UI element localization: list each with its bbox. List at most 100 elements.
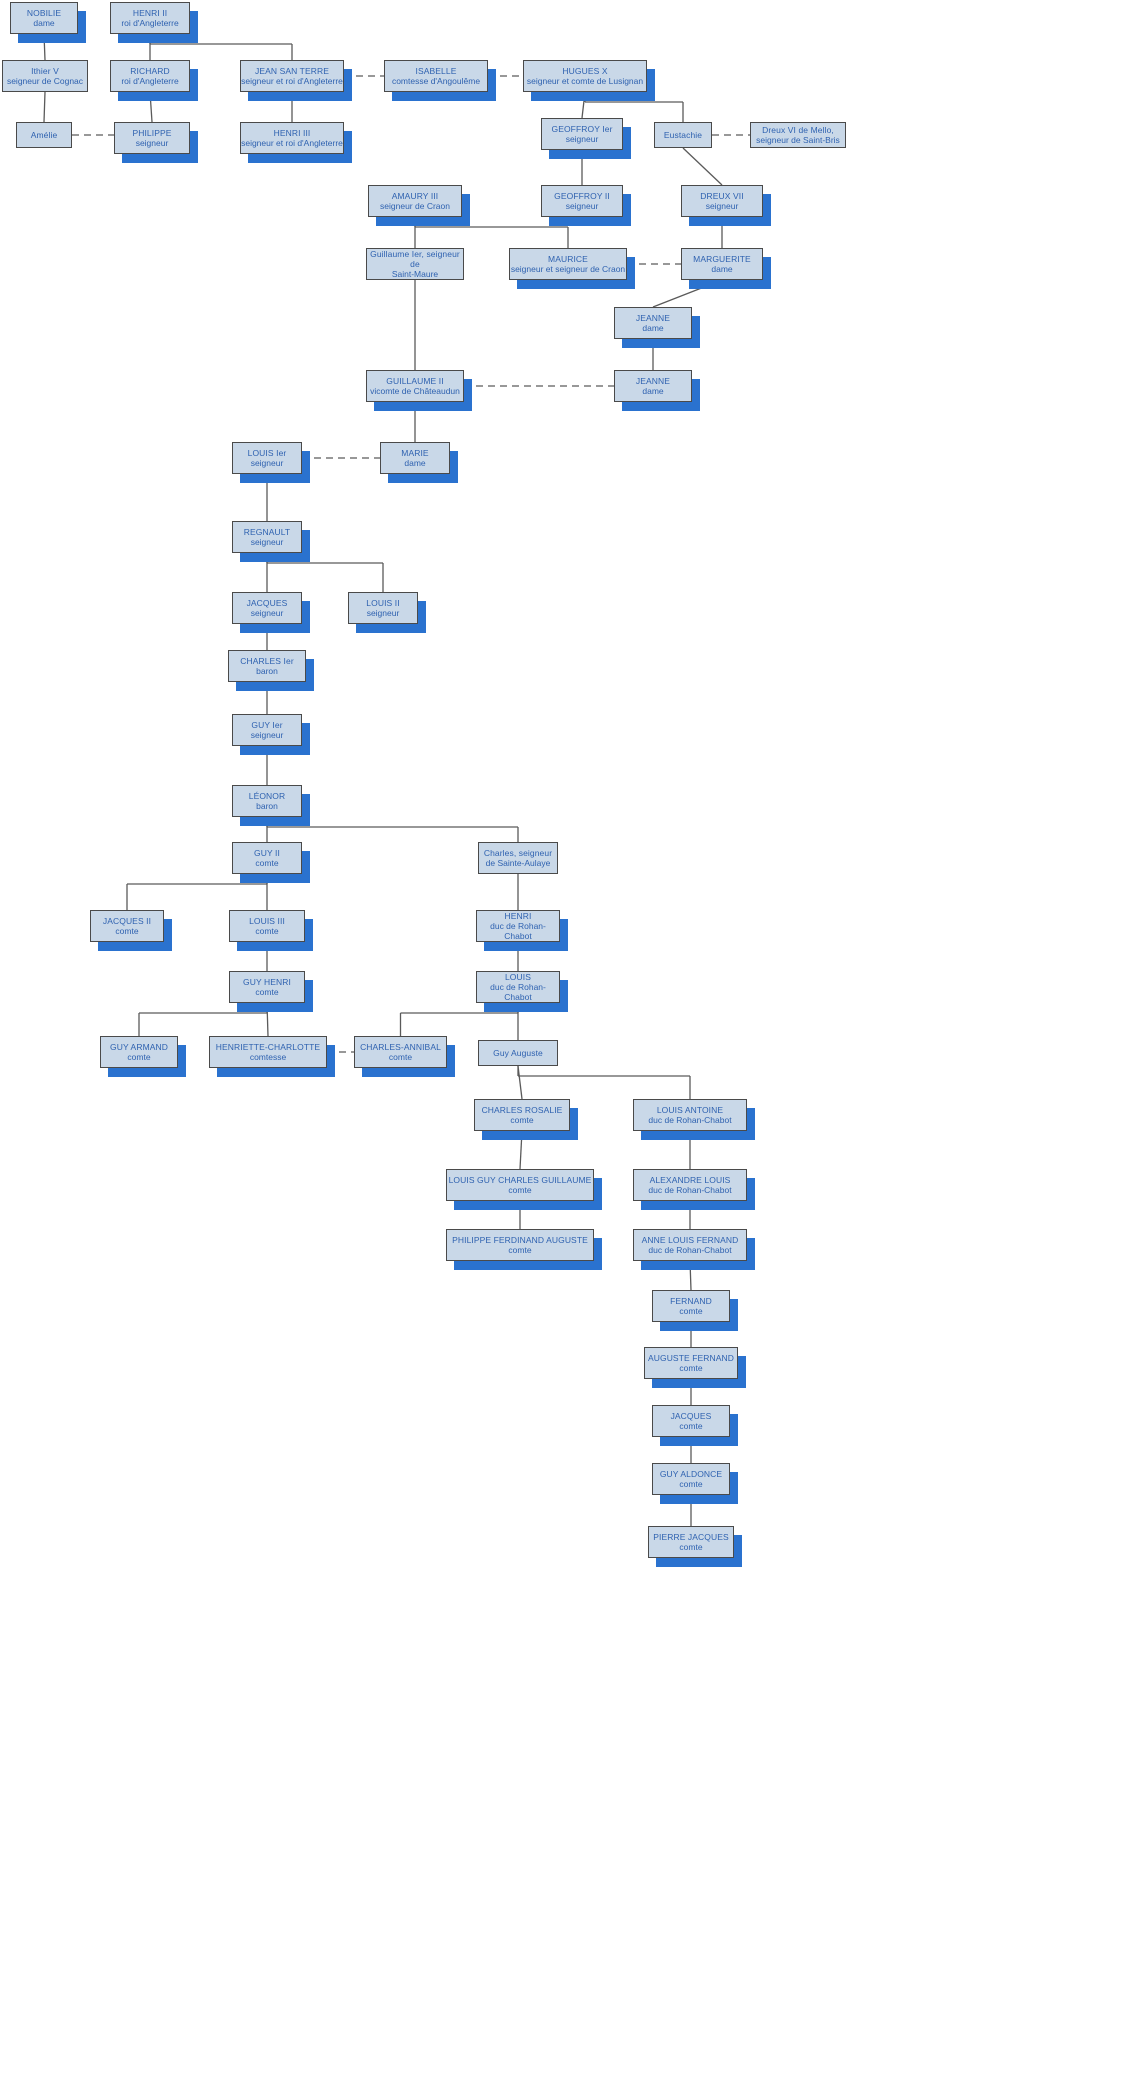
person-title: de Sainte-Aulaye	[485, 858, 551, 868]
person-name: GUY HENRI	[243, 976, 291, 987]
person-node[interactable]: Guy Auguste	[478, 1040, 558, 1066]
person-name: CHARLES Ier	[240, 655, 294, 666]
person-name: DREUX VII	[700, 190, 744, 201]
person-name: AMAURY III	[391, 190, 439, 201]
person-name: AUGUSTE FERNAND	[647, 1352, 735, 1363]
person-title: duc de Rohan-Chabot	[648, 1185, 732, 1195]
person-title: comte	[679, 1363, 703, 1373]
person-name: JEANNE	[635, 312, 671, 323]
person-name: MARIE	[401, 447, 429, 458]
person-title: seigneur de Cognac	[6, 76, 84, 86]
person-name: Amélie	[30, 129, 58, 140]
person-name: CHARLES-ANNIBAL	[360, 1041, 441, 1052]
person-title: seigneur et comte de Lusignan	[526, 76, 644, 86]
person-title: comte	[255, 926, 279, 936]
person-title: dame	[33, 18, 55, 28]
person-name: LOUIS II	[366, 597, 400, 608]
person-node[interactable]: Amélie	[16, 122, 72, 148]
person-title: seigneur et roi d'Angleterre	[241, 76, 343, 86]
person-title: seigneur	[250, 730, 284, 740]
person-title: seigneur et roi d'Angleterre	[241, 138, 343, 148]
person-node[interactable]: Dreux VI de Mello,seigneur de Saint-Bris	[750, 122, 846, 148]
descent-link	[43, 91, 46, 123]
person-name: GUY Ier	[251, 719, 283, 730]
person-name: JACQUES	[246, 597, 288, 608]
person-name: Ithier V	[31, 65, 59, 76]
person-name: PHILIPPE FERDINAND AUGUSTE	[452, 1234, 588, 1245]
person-title: comte	[679, 1542, 703, 1552]
person-title: comte	[388, 1052, 413, 1062]
person-title: dame	[711, 264, 733, 274]
person-title: vicomte de Châteaudun	[370, 386, 460, 396]
person-name: RICHARD	[130, 65, 170, 76]
person-name: ISABELLE	[415, 65, 457, 76]
person-title: comte	[127, 1052, 151, 1062]
person-name: REGNAULT	[243, 526, 291, 537]
person-name: Guillaume Ier, seigneur de	[370, 248, 460, 269]
person-title: duc de Rohan-Chabot	[648, 1115, 732, 1125]
person-title: roi d'Angleterre	[121, 76, 179, 86]
person-name: HENRI II	[132, 7, 168, 18]
person-name: GUILLAUME II	[386, 375, 444, 386]
person-title: comtesse	[249, 1052, 287, 1062]
person-name: JACQUES II	[102, 915, 152, 926]
person-name: PIERRE JACQUES	[653, 1531, 729, 1542]
person-title: seigneur	[135, 138, 169, 148]
person-name: NOBILIE	[26, 7, 62, 18]
person-name: GUY ALDONCE	[659, 1468, 723, 1479]
person-name: HENRIETTE-CHARLOTTE	[215, 1041, 321, 1052]
person-title: dame	[404, 458, 426, 468]
person-name: CHARLES ROSALIE	[481, 1104, 563, 1115]
person-node[interactable]: Eustachie	[654, 122, 712, 148]
person-name: HENRI	[504, 910, 532, 921]
